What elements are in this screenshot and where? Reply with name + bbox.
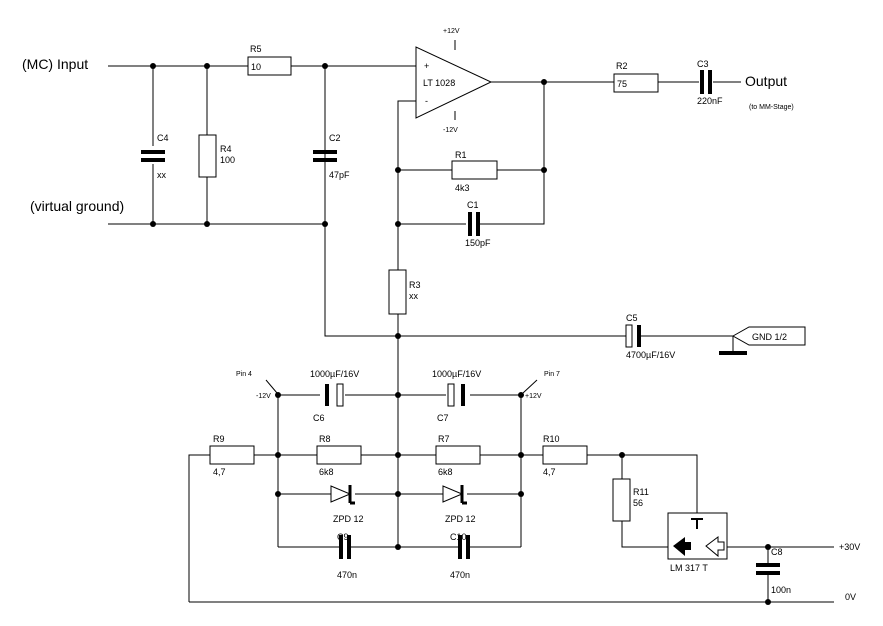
c5-value: 4700µF/16V	[626, 350, 675, 360]
r3-value: xx	[409, 291, 419, 301]
junctions	[150, 63, 771, 605]
r8-value: 6k8	[319, 467, 334, 477]
r7-name: R7	[438, 434, 450, 444]
c7-value: 1000µF/16V	[432, 369, 481, 379]
input-arrow-icon	[705, 536, 725, 558]
capacitor-c9: C9 470n	[337, 532, 357, 580]
regulator-label: LM 317 T	[670, 563, 708, 573]
plus30-label: +30V	[839, 542, 860, 552]
capacitor-c6: 1000µF/16V C6	[310, 369, 359, 423]
capacitor-c2: C2 47pF	[313, 133, 350, 180]
capacitor-c7: 1000µF/16V C7	[432, 369, 481, 423]
opamp-vminus: -12V	[443, 127, 458, 134]
resistor-r1: R1 4k3	[451, 150, 498, 193]
r11-value: 56	[633, 498, 643, 508]
virtual-ground-label: (virtual ground)	[30, 198, 124, 214]
c3-value: 220nF	[697, 96, 723, 106]
zener1-label: ZPD 12	[333, 514, 364, 524]
opamp-plus-sign: +	[424, 61, 429, 71]
capacitor-c10: C10 470n	[450, 532, 470, 580]
r9-value: 4,7	[213, 467, 226, 477]
c2-name: C2	[329, 133, 341, 143]
capacitor-c5: C5 4700µF/16V	[625, 313, 675, 360]
zener-diode-1: ZPD 12	[330, 485, 364, 524]
c1-value: 150pF	[465, 238, 491, 248]
opamp-label: LT 1028	[423, 78, 455, 88]
resistor-r11: R11 56	[612, 478, 649, 522]
c9-name: C9	[337, 532, 349, 542]
capacitor-c4: C4 xx	[141, 133, 169, 180]
regulator-lm317: LM 317 T	[667, 512, 728, 573]
r8-name: R8	[319, 434, 331, 444]
c10-name: C10	[450, 532, 467, 542]
gnd-label: GND 1/2	[752, 332, 787, 342]
c4-value: xx	[157, 170, 167, 180]
pin7-voltage: +12V	[525, 393, 542, 400]
r3-name: R3	[409, 280, 421, 290]
c8-value: 100n	[771, 585, 791, 595]
pin4: Pin 4 -12V	[236, 371, 278, 400]
c2-value: 47pF	[329, 170, 350, 180]
c4-name: C4	[157, 133, 169, 143]
r11-name: R11	[633, 487, 649, 497]
resistor-r7: R7 6k8	[435, 434, 481, 477]
r1-name: R1	[455, 150, 467, 160]
wires	[108, 40, 834, 603]
resistor-r10: R10 4,7	[542, 434, 588, 477]
adjust-arrow-icon	[673, 537, 691, 556]
pin7: Pin 7 +12V	[522, 371, 560, 400]
c6-name: C6	[313, 413, 325, 423]
c10-value: 470n	[450, 570, 470, 580]
c9-value: 470n	[337, 570, 357, 580]
opamp-lt1028: + - LT 1028 +12V -12V	[415, 28, 493, 134]
c3-name: C3	[697, 59, 709, 69]
output-label: Output	[745, 73, 787, 89]
opamp-vplus: +12V	[443, 28, 460, 35]
capacitor-c1: C1 150pF	[465, 200, 491, 248]
c8-name: C8	[771, 547, 783, 557]
capacitor-c3: C3 220nF	[697, 59, 723, 106]
c7-name: C7	[437, 413, 449, 423]
zener2-label: ZPD 12	[445, 514, 476, 524]
resistor-r2: R2 75	[613, 61, 659, 93]
r5-name: R5	[250, 44, 262, 54]
resistor-r5: R5 10	[247, 44, 292, 76]
zero-v-label: 0V	[845, 592, 856, 602]
resistor-r4: R4 100	[198, 134, 235, 178]
gnd-half-connector: GND 1/2	[719, 326, 806, 355]
c1-name: C1	[467, 200, 479, 210]
r5-value: 10	[251, 62, 261, 72]
r2-value: 75	[617, 79, 627, 89]
output-note: (to MM-Stage)	[749, 104, 794, 111]
zener-diode-2: ZPD 12	[442, 485, 476, 524]
r7-value: 6k8	[438, 467, 453, 477]
resistor-r9: R9 4,7	[209, 434, 255, 477]
input-label: (MC) Input	[22, 56, 88, 72]
r2-name: R2	[616, 61, 628, 71]
r9-name: R9	[213, 434, 225, 444]
pin4-voltage: -12V	[256, 393, 271, 400]
resistor-r8: R8 6k8	[316, 434, 362, 477]
opamp-minus-sign: -	[425, 96, 428, 106]
resistor-r3: R3 xx	[388, 269, 421, 315]
r10-name: R10	[543, 434, 560, 444]
capacitor-c8: C8 100n	[756, 547, 791, 595]
r1-value: 4k3	[455, 183, 470, 193]
pin7-label: Pin 7	[544, 371, 560, 378]
r4-name: R4	[220, 144, 232, 154]
c6-value: 1000µF/16V	[310, 369, 359, 379]
r4-value: 100	[220, 155, 235, 165]
r10-value: 4,7	[543, 467, 556, 477]
c5-name: C5	[626, 313, 638, 323]
pin4-label: Pin 4	[236, 371, 252, 378]
